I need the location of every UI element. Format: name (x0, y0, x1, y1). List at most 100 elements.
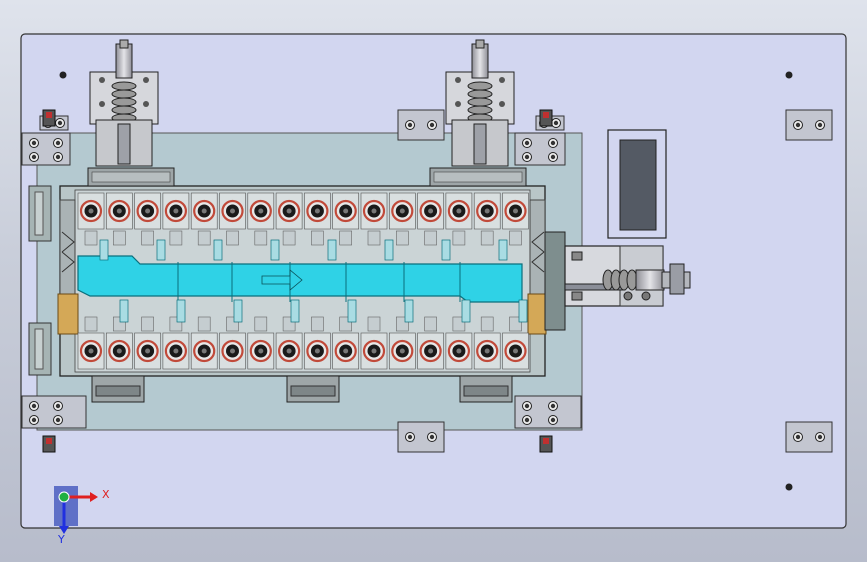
clamp-spring (111, 81, 137, 91)
clamp-screw (455, 101, 461, 107)
clamp-screw (499, 77, 505, 83)
y-axis-head (59, 526, 69, 534)
mounting-pad (785, 109, 833, 141)
horizontal-push-clamp[interactable] (564, 245, 691, 307)
cam-lock-icon (539, 109, 553, 127)
battery-cell (134, 192, 161, 246)
base-hole (785, 71, 793, 79)
battery-cell (162, 316, 190, 370)
battery-cells[interactable] (77, 192, 529, 370)
clamp-spring (467, 97, 493, 107)
clamp-screw (99, 77, 105, 83)
battery-cell (275, 316, 303, 370)
battery-cell (445, 316, 473, 370)
battery-cell (247, 192, 275, 246)
battery-cell (360, 192, 388, 246)
busbar-tab (327, 239, 337, 261)
busbar-arrow-mark (261, 269, 303, 291)
battery-cell (388, 192, 416, 246)
x-axis-label: X (102, 488, 110, 501)
top-bracket-right[interactable] (429, 167, 527, 187)
battery-cell (502, 316, 529, 370)
battery-cell (304, 192, 331, 246)
clamp-screw (99, 101, 105, 107)
base-hole (785, 483, 793, 491)
clamp-spring (467, 89, 493, 99)
battery-cell (445, 192, 473, 246)
battery-cell (473, 192, 501, 246)
battery-cell (473, 316, 501, 370)
right-end-plate (529, 199, 546, 296)
battery-cell (247, 316, 275, 370)
battery-cell (106, 316, 133, 370)
vertical-toggle-clamp-right[interactable] (445, 39, 515, 167)
clamp-handle (115, 43, 133, 79)
coordinate-triad[interactable]: X Y (54, 486, 110, 546)
left-end-plate (59, 199, 76, 296)
mounting-pad (21, 132, 71, 166)
clamp-spring (111, 105, 137, 115)
busbar-tab (99, 239, 109, 261)
battery-cell (332, 192, 360, 246)
vertical-toggle-clamp-left[interactable] (89, 39, 159, 167)
clamp-spindle (473, 123, 487, 165)
battery-cell (332, 316, 360, 370)
busbar-tab (270, 239, 280, 261)
cam-lock-icon (539, 435, 553, 453)
cam-lock-icon (42, 109, 56, 127)
right-pusher-block[interactable] (544, 231, 566, 331)
clamp-grip (119, 39, 129, 49)
clamp-spring-coil (602, 269, 638, 291)
battery-cell (502, 192, 529, 246)
busbar-tab (176, 299, 186, 323)
battery-cell (219, 192, 246, 246)
clamp-screw (455, 77, 461, 83)
bottom-bracket-center[interactable] (286, 375, 340, 403)
battery-cell (106, 192, 133, 246)
mounting-pad (397, 109, 445, 141)
battery-cell (304, 316, 331, 370)
mounting-pad (785, 421, 833, 453)
battery-cell (134, 316, 161, 370)
battery-cell (77, 316, 105, 370)
origin-icon (58, 491, 70, 503)
busbar-tab (213, 239, 223, 261)
bottom-bracket-right[interactable] (459, 375, 513, 403)
left-wood-block[interactable] (57, 293, 79, 335)
battery-cell (190, 316, 218, 370)
battery-cell (360, 316, 388, 370)
inspection-window[interactable] (607, 129, 667, 239)
clamp-spindle (117, 123, 131, 165)
busbar-tab (441, 239, 451, 261)
battery-cell (417, 316, 444, 370)
right-wood-block[interactable] (527, 293, 547, 335)
clamp-screw (143, 77, 149, 83)
busbar-tab (404, 299, 414, 323)
mounting-pads[interactable] (21, 109, 833, 453)
cam-lock-icon (42, 435, 56, 453)
busbar-tab (156, 239, 166, 261)
mounting-pad (397, 421, 445, 453)
busbar-tab (498, 239, 508, 261)
mounting-pad (514, 132, 566, 166)
y-axis-label: Y (57, 533, 65, 546)
busbar-assembly[interactable] (77, 239, 528, 323)
battery-cell (190, 192, 218, 246)
battery-cell (77, 192, 105, 246)
clamp-spring (111, 89, 137, 99)
clamp-grip (475, 39, 485, 49)
battery-cell (162, 192, 190, 246)
mounting-pad (514, 395, 582, 429)
busbar-tab (233, 299, 243, 323)
base-hole (59, 71, 67, 79)
busbar-tab (347, 299, 357, 323)
battery-cell (417, 192, 444, 246)
bottom-bracket-left[interactable] (91, 375, 145, 403)
left-end-rail[interactable] (28, 185, 52, 376)
clamp-handle (471, 43, 489, 79)
top-bracket-left[interactable] (87, 167, 175, 187)
clamp-spring (467, 81, 493, 91)
battery-cell (275, 192, 303, 246)
